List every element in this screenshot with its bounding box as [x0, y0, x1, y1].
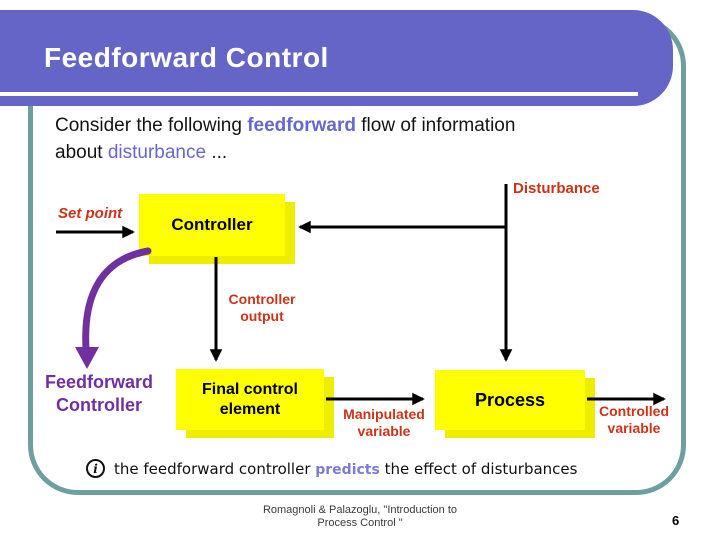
highlight-disturbance: disturbance	[107, 142, 207, 163]
note-row: i the feedforward controller predicts th…	[86, 459, 577, 478]
title-banner: Feedforward Control	[0, 10, 673, 106]
final-control-element-box: Final control element	[176, 369, 324, 430]
set-point-label: Set point	[58, 205, 123, 222]
disturbance-label: Disturbance	[513, 180, 600, 197]
info-icon: i	[86, 459, 105, 478]
banner-underline	[0, 92, 638, 96]
process-box: Process	[435, 370, 585, 430]
feedforward-controller-label: Feedforward Controller	[44, 372, 154, 415]
note-highlight-predicts: predicts	[315, 461, 380, 478]
note-text: the feedforward controller predicts the …	[114, 459, 578, 478]
highlight-feedforward: feedforward	[247, 115, 356, 136]
body-line-1: Consider the following feedforward flow …	[55, 115, 516, 136]
page-title: Feedforward Control	[44, 42, 329, 73]
controlled-variable-label: Controlled variable	[599, 403, 669, 436]
body-line-2: about disturbance ...	[55, 142, 228, 163]
body-paragraph: Consider the following feedforward flow …	[55, 112, 675, 166]
citation-line-1: Romagnoli & Palazoglu, "Introduction to	[262, 504, 458, 516]
controller-output-label: Controller output	[228, 291, 296, 324]
citation: Romagnoli & Palazoglu, "Introduction to …	[0, 504, 720, 530]
page-number: 6	[672, 513, 680, 528]
citation-line-2: Process Control "	[317, 517, 403, 529]
controller-box: Controller	[139, 194, 285, 256]
manipulated-variable-label: Manipulated variable	[343, 406, 425, 439]
